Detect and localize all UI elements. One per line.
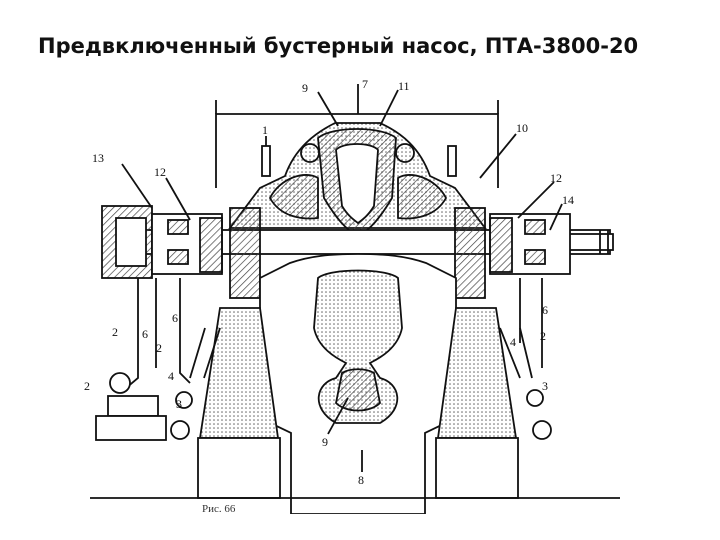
- callout-4-right: 4: [510, 335, 516, 349]
- callout-12-left: 12: [154, 165, 166, 179]
- callout-1: 1: [262, 123, 268, 137]
- slide-title: Предвключенный бустерный насос, ПТА-3800…: [38, 34, 639, 58]
- callout-9-top: 9: [302, 81, 308, 95]
- callout-14: 14: [562, 193, 574, 207]
- figure-caption: Рис. 66: [202, 503, 236, 514]
- callout-10: 10: [516, 121, 528, 135]
- callout-9-bottom: 9: [322, 435, 328, 449]
- callout-13: 13: [92, 151, 104, 165]
- callout-7: 7: [362, 78, 368, 91]
- callout-6-right: 6: [542, 303, 548, 317]
- lifting-frame: [215, 113, 499, 188]
- callout-2-right: 2: [540, 329, 546, 343]
- callout-3-right: 3: [542, 379, 548, 393]
- callout-2-b: 2: [156, 341, 162, 355]
- callout-6-b: 6: [172, 311, 178, 325]
- callout-2-left: 2: [84, 379, 90, 393]
- callout-3-left: 3: [176, 397, 182, 411]
- suction-channel: [313, 269, 403, 424]
- callout-2-a: 2: [112, 325, 118, 339]
- pump-cross-section: 9 7 11 1 10 13 12 12 14 2 6 6 2 4 2 3 6 …: [84, 78, 620, 514]
- callout-4-left: 4: [168, 369, 174, 383]
- callout-12-right: 12: [550, 171, 562, 185]
- callout-8: 8: [358, 473, 364, 487]
- pump-drawing: 9 7 11 1 10 13 12 12 14 2 6 6 2 4 2 3 6 …: [80, 78, 625, 514]
- callout-6-a: 6: [142, 327, 148, 341]
- callout-11: 11: [398, 79, 410, 93]
